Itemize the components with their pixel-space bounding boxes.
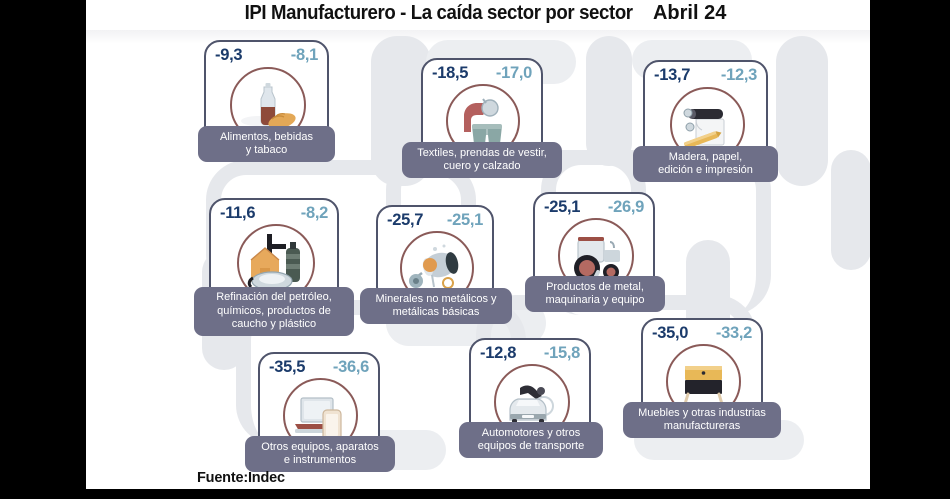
- sector-label-alimentos: Alimentos, bebidas y tabaco: [198, 126, 335, 162]
- label-line: y tabaco: [245, 144, 288, 156]
- card-values: -35,5 -36,6: [258, 358, 380, 377]
- sector-label-textiles: Textiles, prendas de vestir, cuero y cal…: [402, 142, 562, 178]
- letterbox-left: [0, 0, 86, 499]
- sector-label-otros-equipos: Otros equipos, aparatos e instrumentos: [245, 436, 395, 472]
- label-line: maquinaria y equipo: [545, 294, 645, 306]
- title-date: Abril 24: [652, 2, 727, 24]
- page-title: IPI Manufacturero - La caída sector por …: [86, 2, 870, 32]
- value-secondary: -12,3: [720, 66, 757, 84]
- card-values: -13,7 -12,3: [643, 66, 768, 85]
- source-note: Fuente:Indec: [197, 470, 285, 486]
- sector-card-automotores[interactable]: -12,8 -15,8 Automotores y otros: [459, 338, 603, 458]
- letterbox-right: [870, 0, 950, 499]
- sector-label-automotores: Automotores y otros equipos de transport…: [459, 422, 603, 458]
- label-line: Textiles, prendas de vestir,: [417, 146, 547, 159]
- card-values: -25,7 -25,1: [376, 211, 494, 230]
- label-line: Automotores y otros: [481, 426, 581, 439]
- sector-label-minerales: Minerales no metálicos y metálicas básic…: [360, 288, 512, 324]
- value-secondary: -17,0: [495, 64, 532, 82]
- card-values: -9,3 -8,1: [204, 46, 329, 65]
- label-line: metálicas básicas: [392, 306, 480, 318]
- label-line: Productos de metal,: [546, 280, 644, 293]
- sector-label-metal: Productos de metal, maquinaria y equipo: [525, 276, 665, 312]
- label-line: edición e impresión: [658, 164, 753, 176]
- label-line: químicos, productos de: [217, 304, 331, 317]
- card-values: -18,5 -17,0: [421, 64, 543, 83]
- sector-card-refinacion[interactable]: -11,6 -8,2: [194, 198, 354, 336]
- label-line: Minerales no metálicos y: [375, 292, 497, 305]
- sector-card-otros-equipos[interactable]: -35,5 -36,6 Otros equipos, aparatos e in…: [245, 352, 395, 472]
- label-line: caucho y plástico: [231, 318, 317, 331]
- sector-card-metal[interactable]: -25,1 -26,9 Productos de met: [525, 192, 665, 312]
- value-primary: -9,3: [215, 46, 243, 64]
- value-primary: -13,7: [654, 66, 691, 84]
- label-line: Muebles y otras industrias: [638, 406, 766, 419]
- label-line: e instrumentos: [283, 454, 357, 466]
- value-primary: -35,0: [652, 324, 689, 342]
- value-secondary: -25,1: [446, 211, 483, 229]
- label-line: Refinación del petróleo,: [216, 291, 332, 304]
- sector-label-muebles: Muebles y otras industrias manufacturera…: [623, 402, 781, 438]
- label-line: equipos de transporte: [477, 440, 585, 452]
- value-secondary: -8,2: [300, 204, 329, 222]
- sector-card-textiles[interactable]: -18,5 -17,0 Textiles, prendas de vestir,…: [402, 58, 562, 178]
- value-primary: -35,5: [269, 358, 306, 376]
- letterbox-bottom: [0, 489, 950, 499]
- sector-label-refinacion: Refinación del petróleo, químicos, produ…: [194, 287, 354, 336]
- value-secondary: -36,6: [332, 358, 369, 376]
- sector-card-minerales[interactable]: -25,7 -25,1 Miner: [360, 205, 512, 324]
- sector-card-alimentos[interactable]: -9,3 -8,1 Alimentos, bebidas y tabaco: [198, 40, 335, 162]
- sector-card-muebles[interactable]: -35,0 -33,2 Muebles y otras industrias m…: [623, 318, 781, 438]
- label-line: Alimentos, bebidas: [220, 130, 313, 143]
- card-values: -25,1 -26,9: [533, 198, 655, 217]
- card-values: -12,8 -15,8: [469, 344, 591, 363]
- title-main: IPI Manufacturero - La caída sector por …: [244, 2, 633, 24]
- sector-card-madera[interactable]: -13,7 -12,3: [633, 60, 778, 182]
- sector-label-madera: Madera, papel, edición e impresión: [633, 146, 778, 182]
- card-values: -11,6 -8,2: [209, 204, 339, 223]
- value-secondary: -26,9: [607, 198, 644, 216]
- value-secondary: -33,2: [715, 324, 752, 342]
- value-primary: -11,6: [220, 204, 256, 222]
- value-primary: -25,7: [387, 211, 424, 229]
- value-primary: -18,5: [432, 64, 469, 82]
- label-line: Madera, papel,: [668, 150, 743, 163]
- card-values: -35,0 -33,2: [641, 324, 763, 343]
- label-line: Otros equipos, aparatos: [261, 440, 379, 453]
- value-primary: -25,1: [544, 198, 581, 216]
- value-primary: -12,8: [480, 344, 517, 362]
- label-line: cuero y calzado: [443, 160, 521, 172]
- value-secondary: -8,1: [290, 46, 319, 64]
- infographic-canvas: IPI Manufacturero - La caída sector por …: [86, 0, 870, 489]
- value-secondary: -15,8: [543, 344, 580, 362]
- label-line: manufactureras: [663, 420, 741, 432]
